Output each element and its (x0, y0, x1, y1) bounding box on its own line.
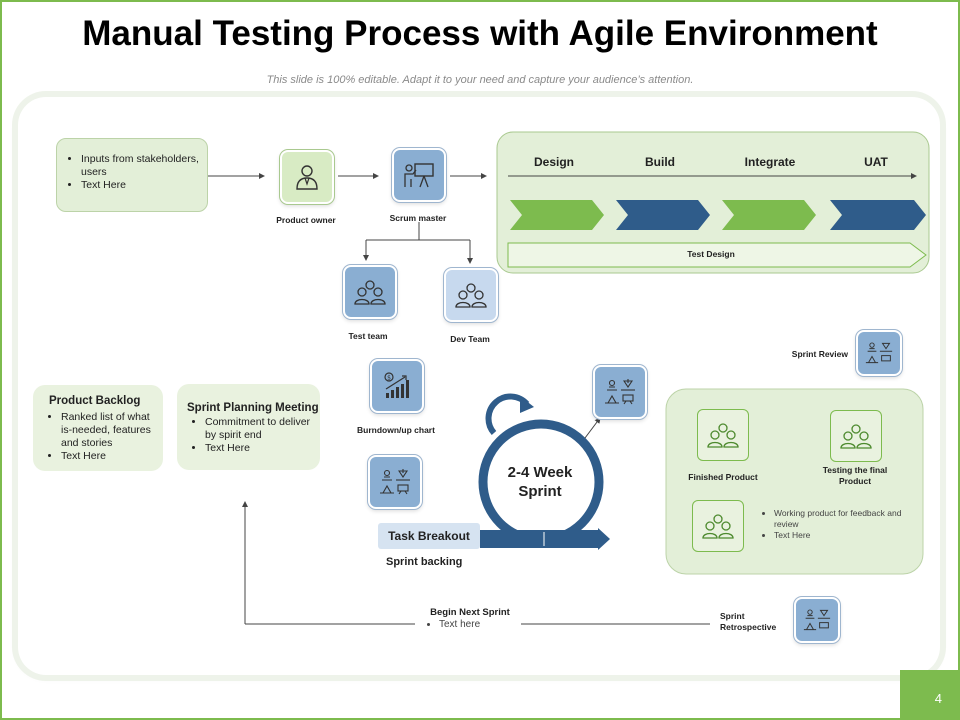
phase-integrate: Integrate (744, 155, 796, 169)
test-design-label: Test Design (687, 249, 735, 259)
sprint-review-label: Sprint Review (791, 349, 848, 359)
sprint-line-1: 2-4 Week (507, 464, 573, 481)
presenter-board-icon (404, 163, 434, 188)
scrum-master-label: Scrum master (389, 213, 447, 223)
meeting-icon (605, 379, 635, 405)
phases-container (496, 131, 930, 274)
begin-next-bullet-1: Text here (439, 618, 525, 631)
product-backlog-title: Product Backlog (49, 395, 141, 407)
meeting-icon (803, 609, 831, 631)
team-icon (840, 424, 872, 449)
phase-build: Build (645, 155, 675, 169)
page-title: Manual Testing Process with Agile Enviro… (82, 14, 878, 53)
working-product-tile (692, 500, 744, 552)
sprint-top-loop-head (520, 396, 534, 413)
working-bullet-2: Text Here (774, 530, 904, 541)
product-owner-label: Product owner (276, 215, 336, 225)
dev-team-tile (444, 268, 498, 322)
product-owner-tile (280, 150, 334, 204)
backlog-bullet-1: Ranked list of what is-needed, features … (61, 411, 157, 450)
arrow-sprint-to-meeting (584, 417, 601, 439)
testing-final-product-tile (830, 410, 882, 462)
burndown-label: Burndown/up chart (357, 425, 435, 435)
begin-next-sprint-title: Begin Next Sprint (430, 607, 510, 618)
finished-product-label: Finished Product (688, 472, 758, 482)
team-icon (702, 514, 734, 539)
sprint-retrospective-label: Sprint Retrospective (720, 611, 777, 632)
begin-next-sprint: Begin Next Sprint Text here (415, 607, 525, 631)
backlog-bullet-2: Text Here (61, 450, 157, 463)
sprint-review-tile (856, 330, 902, 376)
scrum-master-tile (392, 148, 446, 202)
chart-icon: $ (384, 372, 409, 398)
meeting-icon (865, 342, 893, 364)
test-team-tile (343, 265, 397, 319)
test-team-label: Test team (348, 331, 388, 341)
team-icon (707, 423, 739, 448)
team-icon (455, 283, 487, 308)
sprint-tail-head (598, 528, 610, 550)
inputs-box: Inputs from stakeholders, users Text Her… (56, 138, 208, 212)
testing-final-product-label: Testing the final Product (822, 465, 888, 486)
meeting-icon (380, 469, 410, 495)
finished-product-tile (697, 409, 749, 461)
test-design-banner (507, 242, 927, 268)
sprint-backing-label: Sprint backing (386, 556, 463, 568)
sprint-top-loop (485, 393, 530, 435)
dev-team-label: Dev Team (450, 334, 490, 344)
chevron-integrate (722, 200, 816, 230)
sprint-line-2: Sprint (518, 483, 562, 500)
page-number: 4 (934, 691, 942, 706)
working-bullet-1: Working product for feedback and review (774, 508, 904, 530)
sprint-meeting-tile (368, 455, 422, 509)
chevron-build (616, 200, 710, 230)
planning-bullet-1: Commitment to deliver by spirit end (205, 416, 314, 442)
inputs-bullet-1: Inputs from stakeholders, users (81, 153, 207, 179)
businessman-icon (296, 165, 318, 190)
product-backlog-box: Product Backlog Ranked list of what is-n… (33, 385, 163, 471)
page-subtitle: This slide is 100% editable. Adapt it to… (266, 74, 694, 86)
sprint-duration-label: 2-4 Week Sprint (490, 463, 590, 501)
burndown-tile: $ (370, 359, 424, 413)
svg-text:$: $ (387, 375, 391, 382)
inputs-bullet-2: Text Here (81, 179, 207, 192)
planning-bullet-2: Text Here (205, 442, 314, 455)
daily-meeting-tile (593, 365, 647, 419)
sprint-planning-title: Sprint Planning Meeting (187, 402, 319, 414)
sprint-retrospective-tile (794, 597, 840, 643)
team-icon (354, 280, 386, 305)
sprint-planning-box: Sprint Planning Meeting Commitment to de… (177, 384, 320, 470)
phase-design: Design (533, 155, 574, 169)
task-breakout-box: Task Breakout (378, 523, 480, 549)
chevron-uat (830, 200, 926, 230)
sprint-tail-bar (480, 530, 598, 548)
phase-uat: UAT (864, 155, 888, 169)
page-number-box (900, 670, 960, 720)
working-product-list: Working product for feedback and review … (760, 508, 904, 541)
chevron-design (510, 200, 604, 230)
